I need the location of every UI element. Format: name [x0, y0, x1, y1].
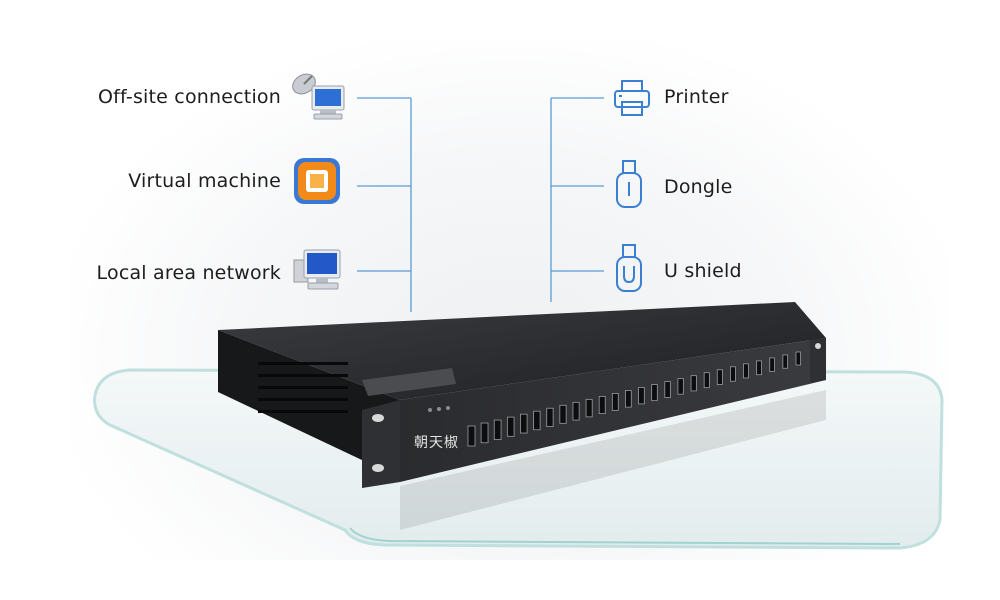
usb-port: [677, 378, 684, 395]
rack-hole: [815, 343, 821, 349]
rack-hole: [372, 414, 384, 422]
usb-port: [664, 381, 671, 398]
rack-ear-right: [810, 338, 826, 383]
usb-port: [690, 375, 697, 392]
device-label-plate: [362, 368, 456, 396]
label-dongle: Dongle: [664, 176, 733, 198]
usb-port: [756, 360, 762, 376]
device-side: [218, 330, 400, 478]
device-vents: [258, 362, 348, 413]
usb-port: [651, 384, 658, 402]
usb-port: [703, 372, 710, 389]
label-printer: Printer: [664, 86, 729, 108]
usb-port: [480, 422, 489, 444]
usb-dongle-icon: [614, 158, 644, 216]
label-u-shield: U shield: [664, 260, 742, 282]
usb-port: [769, 357, 775, 372]
satellite-computer-icon: [290, 66, 348, 128]
right-connector-lines: [550, 97, 604, 302]
usb-port: [546, 407, 554, 427]
rack-ear-left: [362, 400, 400, 488]
usb-port: [795, 351, 801, 366]
usb-port: [467, 425, 476, 447]
usb-port: [585, 398, 593, 418]
usb-port: [625, 390, 632, 408]
printer-icon: [612, 78, 652, 122]
usb-port-row: [467, 351, 801, 447]
usb-port: [520, 413, 528, 434]
usb-port: [638, 387, 645, 405]
usb-port: [598, 395, 606, 414]
label-off-site-connection: Off-site connection: [98, 86, 281, 108]
rack-hole: [372, 464, 384, 472]
usb-port: [493, 419, 502, 440]
network-computer-icon: [290, 246, 348, 302]
usb-port: [506, 416, 515, 437]
usb-port: [611, 393, 619, 411]
label-local-area-network: Local area network: [96, 262, 281, 284]
left-connector-lines: [357, 97, 412, 312]
usb-port: [716, 369, 723, 385]
usb-port: [743, 363, 749, 379]
usb-port: [572, 401, 580, 421]
usb-port: [730, 366, 736, 382]
u-shield-icon: [614, 242, 644, 300]
glass-edge: [349, 527, 901, 545]
label-virtual-machine: Virtual machine: [128, 170, 281, 192]
vmware-icon: [292, 156, 342, 212]
device-reflection: [400, 390, 826, 530]
usb-port: [559, 404, 567, 424]
device-brand: 朝天椒: [414, 435, 459, 451]
device-top: [218, 302, 826, 400]
usb-port: [782, 354, 788, 369]
usb-port: [533, 410, 541, 431]
